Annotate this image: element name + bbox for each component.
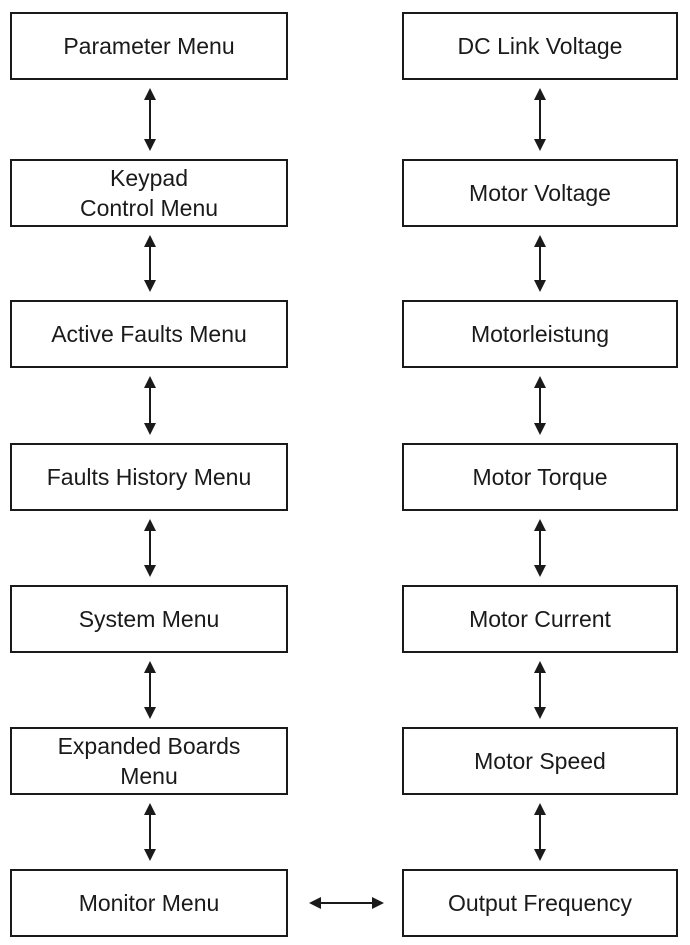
motorleistung-box: Motorleistung bbox=[402, 300, 678, 368]
right-connector-arrow bbox=[534, 803, 546, 861]
faults-history-menu-box: Faults History Menu bbox=[10, 443, 288, 511]
motor-voltage-box: Motor Voltage bbox=[402, 159, 678, 227]
box-label: Keypad Control Menu bbox=[79, 165, 219, 221]
box-label: DC Link Voltage bbox=[457, 33, 623, 59]
box-label: Monitor Menu bbox=[78, 890, 220, 916]
system-menu-box: System Menu bbox=[10, 585, 288, 653]
box-label: Active Faults Menu bbox=[51, 321, 247, 347]
box-label: Expanded Boards Menu bbox=[57, 733, 241, 789]
expanded-boards-menu-box: Expanded Boards Menu bbox=[10, 727, 288, 795]
box-label: System Menu bbox=[78, 606, 220, 632]
motor-speed-box: Motor Speed bbox=[402, 727, 678, 795]
right-connector-arrow bbox=[534, 661, 546, 719]
left-connector-arrow bbox=[144, 519, 156, 577]
box-label: Motor Voltage bbox=[469, 180, 611, 206]
box-label: Motor Torque bbox=[472, 464, 608, 490]
box-label: Motorleistung bbox=[470, 321, 610, 347]
right-connector-arrow bbox=[534, 235, 546, 292]
left-connector-arrow bbox=[144, 803, 156, 861]
left-connector-arrow bbox=[144, 88, 156, 151]
keypad-control-menu-box: Keypad Control Menu bbox=[10, 159, 288, 227]
box-label: Faults History Menu bbox=[46, 464, 252, 490]
output-frequency-box: Output Frequency bbox=[402, 869, 678, 937]
monitor-menu-box: Monitor Menu bbox=[10, 869, 288, 937]
dc-link-voltage-box: DC Link Voltage bbox=[402, 12, 678, 80]
parameter-menu-box: Parameter Menu bbox=[10, 12, 288, 80]
left-connector-arrow bbox=[144, 661, 156, 719]
box-label: Output Frequency bbox=[447, 890, 633, 916]
box-label: Motor Speed bbox=[474, 748, 606, 774]
right-connector-arrow bbox=[534, 88, 546, 151]
motor-current-box: Motor Current bbox=[402, 585, 678, 653]
right-connector-arrow bbox=[534, 376, 546, 435]
box-label: Parameter Menu bbox=[63, 33, 235, 59]
box-label: Motor Current bbox=[469, 606, 611, 632]
left-connector-arrow bbox=[144, 376, 156, 435]
left-connector-arrow bbox=[144, 235, 156, 292]
right-connector-arrow bbox=[534, 519, 546, 577]
motor-torque-box: Motor Torque bbox=[402, 443, 678, 511]
monitor-output-connector-arrow bbox=[309, 897, 384, 909]
active-faults-menu-box: Active Faults Menu bbox=[10, 300, 288, 368]
